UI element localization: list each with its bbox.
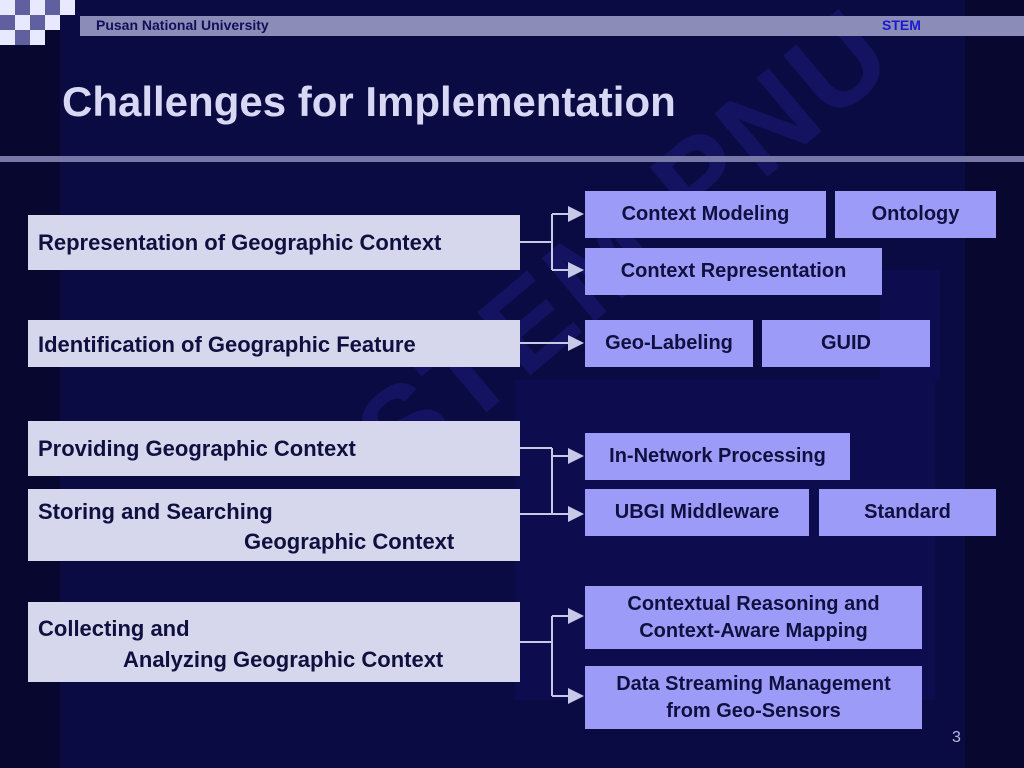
solution-standard: Standard bbox=[819, 489, 996, 536]
challenge-label-line2: Geographic Context bbox=[244, 529, 455, 554]
challenge-label: Representation of Geographic Context bbox=[38, 230, 442, 255]
title-underline bbox=[0, 156, 1024, 162]
solution-ubgi-middleware: UBGI Middleware bbox=[585, 489, 809, 536]
challenge-representation: Representation of Geographic Context bbox=[28, 215, 520, 270]
challenge-label-line1: Collecting and bbox=[38, 616, 190, 641]
connector-representation bbox=[520, 213, 582, 271]
challenge-providing: Providing Geographic Context bbox=[28, 421, 520, 476]
challenge-label-line2: Analyzing Geographic Context bbox=[123, 647, 444, 672]
solution-context-modeling: Context Modeling bbox=[585, 191, 826, 238]
header-university: Pusan National University bbox=[96, 17, 269, 33]
solution-in-network-processing: In-Network Processing bbox=[585, 433, 850, 480]
slide-title: Challenges for Implementation bbox=[62, 78, 676, 125]
challenge-label: Providing Geographic Context bbox=[38, 436, 356, 461]
solution-guid: GUID bbox=[762, 320, 930, 367]
header-project: STEM bbox=[882, 17, 921, 33]
connector-collecting bbox=[520, 616, 553, 696]
background-right-strip bbox=[965, 0, 1024, 768]
challenge-identification: Identification of Geographic Feature bbox=[28, 320, 520, 367]
connector-providing-storing bbox=[520, 447, 553, 515]
solution-ontology: Ontology bbox=[835, 191, 996, 238]
solution-data-streaming: Data Streaming Management from Geo-Senso… bbox=[585, 666, 922, 729]
solution-context-representation: Context Representation bbox=[585, 248, 882, 295]
solution-contextual-reasoning: Contextual Reasoning and Context-Aware M… bbox=[585, 586, 922, 649]
header-bar bbox=[80, 16, 1024, 36]
page-number: 3 bbox=[952, 729, 961, 746]
solution-geo-labeling: Geo-Labeling bbox=[585, 320, 753, 367]
challenge-collecting: Collecting and Analyzing Geographic Cont… bbox=[28, 602, 520, 682]
challenge-label-line1: Storing and Searching bbox=[38, 499, 273, 524]
logo-squares bbox=[0, 0, 80, 46]
challenge-storing: Storing and Searching Geographic Context bbox=[28, 489, 520, 561]
challenge-label: Identification of Geographic Feature bbox=[38, 332, 416, 357]
